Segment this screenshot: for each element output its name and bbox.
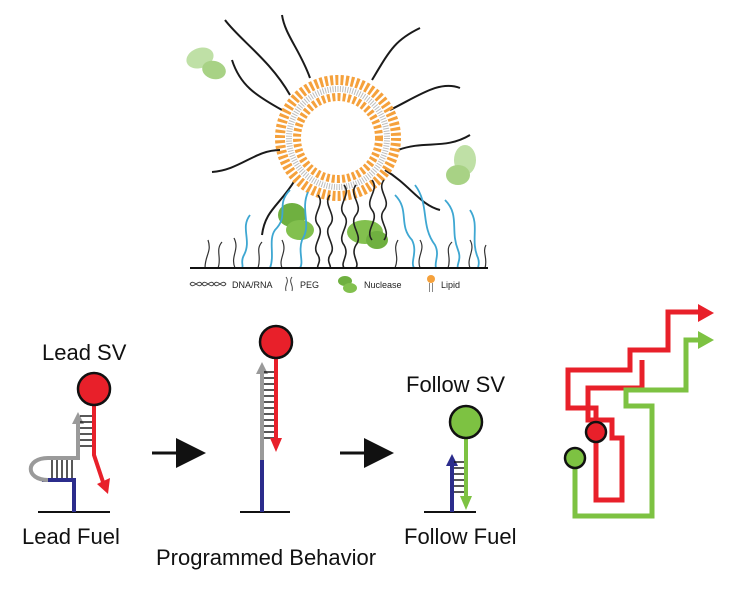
red-path-arrowhead xyxy=(698,304,714,322)
stage-lead: Lead SV Lead Fuel xyxy=(22,340,127,549)
vesicle xyxy=(275,75,401,201)
nuclease-bound-2 xyxy=(347,220,388,249)
lead-stem-rungs xyxy=(80,415,92,447)
follow-green-arrowhead xyxy=(460,496,472,510)
legend-dna-icon xyxy=(189,281,227,287)
programmed-behavior-label: Programmed Behavior xyxy=(156,545,376,570)
surface-strands xyxy=(211,14,471,236)
follow-navy-arrowhead xyxy=(446,454,458,466)
legend: DNA/RNA PEG Nuclease Lipid xyxy=(189,275,460,293)
lead-sv-label: Lead SV xyxy=(42,340,127,365)
follow-sv-label: Follow SV xyxy=(406,372,505,397)
legend-lipid-icon xyxy=(427,275,435,292)
legend-peg-icon xyxy=(285,276,293,292)
maze-trajectories xyxy=(563,304,714,519)
follow-fuel-label: Follow Fuel xyxy=(404,524,516,549)
green-path xyxy=(572,337,700,519)
programmed-rungs xyxy=(264,371,274,439)
lead-fuel-label: Lead Fuel xyxy=(22,524,120,549)
helices xyxy=(314,179,388,269)
peg-strands xyxy=(241,184,480,269)
programmed-red-arrowhead xyxy=(270,438,282,452)
lead-gray-arrowhead xyxy=(72,412,84,424)
legend-nuclease-label: Nuclease xyxy=(364,280,402,290)
follow-rungs xyxy=(454,461,464,493)
vesicle-scene: DNA/RNA PEG Nuclease Lipid xyxy=(186,14,488,293)
lead-fuel-strand xyxy=(42,478,76,512)
programmed-sv-vesicle xyxy=(258,324,294,360)
maze-follow-vesicle xyxy=(563,446,587,470)
follow-sv-vesicle xyxy=(448,404,484,440)
nuclease-free-2 xyxy=(446,145,476,185)
lead-red-strand xyxy=(92,404,106,486)
stage-programmed: Programmed Behavior xyxy=(156,324,376,570)
legend-dna-label: DNA/RNA xyxy=(232,280,273,290)
lead-hairpin-rungs xyxy=(51,460,73,478)
green-path-arrowhead xyxy=(698,331,714,349)
nuclease-free-1 xyxy=(186,47,226,80)
stage-follow: Follow SV Follow Fuel xyxy=(404,372,516,549)
programmed-gray-arrowhead xyxy=(256,362,268,374)
substrate-tufts xyxy=(204,237,487,269)
lead-gray-strand xyxy=(28,418,80,482)
legend-lipid-label: Lipid xyxy=(441,280,460,290)
lead-sv-vesicle xyxy=(76,371,112,407)
maze-lead-vesicle xyxy=(584,420,608,444)
red-path-in xyxy=(585,368,645,503)
legend-peg-label: PEG xyxy=(300,280,319,290)
legend-nuclease-icon xyxy=(338,276,357,293)
lead-red-arrowhead xyxy=(97,478,110,494)
